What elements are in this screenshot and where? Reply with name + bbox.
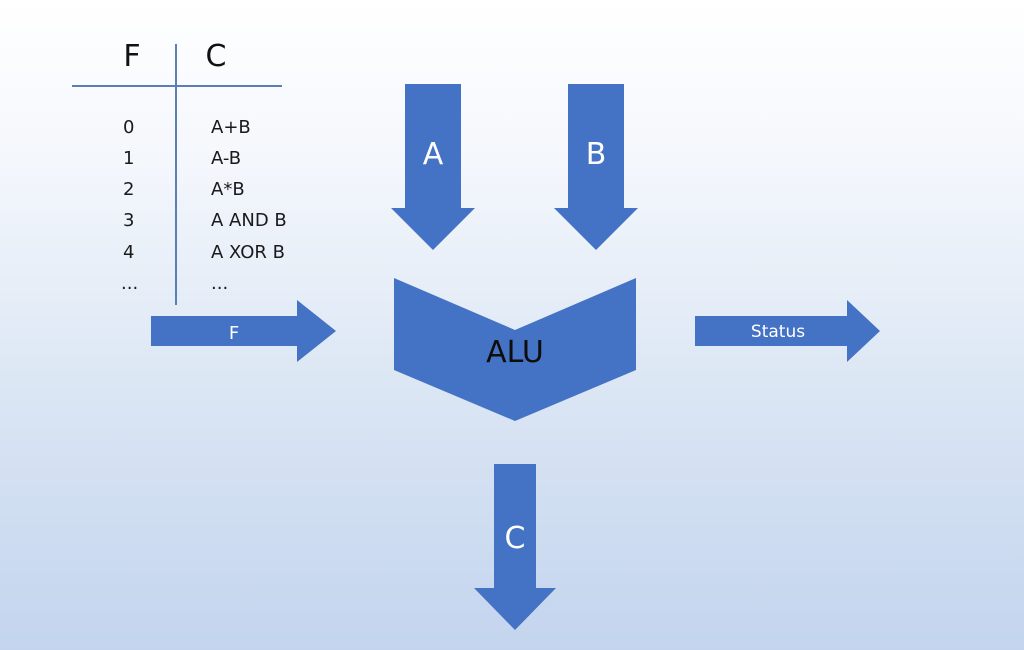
arrow-a-label: A — [423, 137, 444, 172]
table-row-0-c: A+B — [211, 117, 251, 138]
input-arrow-b: B — [554, 84, 638, 250]
table-header-f: F — [123, 39, 140, 74]
function-table: F C 0 A+B 1 A-B 2 A*B 3 A AND B 4 A XOR … — [72, 39, 287, 305]
status-arrow-shape — [695, 300, 880, 362]
table-row-5-f: ... — [121, 273, 138, 294]
table-header-c: C — [206, 39, 227, 74]
arrow-c-label: C — [505, 521, 526, 556]
table-row-5-c: ... — [211, 273, 228, 294]
table-row-4-f: 4 — [123, 242, 134, 263]
arrow-f-shape — [151, 300, 336, 362]
status-arrow: Status — [695, 300, 880, 362]
arrow-a-shape — [391, 84, 475, 250]
input-arrow-a: A — [391, 84, 475, 250]
alu-block: ALU — [394, 278, 636, 421]
alu-label: ALU — [486, 335, 544, 370]
table-row-2-f: 2 — [123, 179, 134, 200]
arrow-c-shape — [474, 464, 556, 630]
table-row-2-c: A*B — [211, 179, 245, 200]
status-arrow-label: Status — [751, 322, 805, 342]
table-row-1-c: A-B — [211, 148, 241, 169]
table-row-3-f: 3 — [123, 210, 134, 231]
arrow-b-label: B — [586, 137, 607, 172]
output-arrow-c: C — [474, 464, 556, 630]
arrow-b-shape — [554, 84, 638, 250]
table-row-1-f: 1 — [123, 148, 134, 169]
table-row-0-f: 0 — [123, 117, 134, 138]
alu-shape — [394, 278, 636, 421]
function-select-arrow: F — [151, 300, 336, 362]
table-row-3-c: A AND B — [211, 210, 287, 231]
arrow-f-label: F — [229, 323, 239, 344]
table-row-4-c: A XOR B — [211, 242, 285, 263]
